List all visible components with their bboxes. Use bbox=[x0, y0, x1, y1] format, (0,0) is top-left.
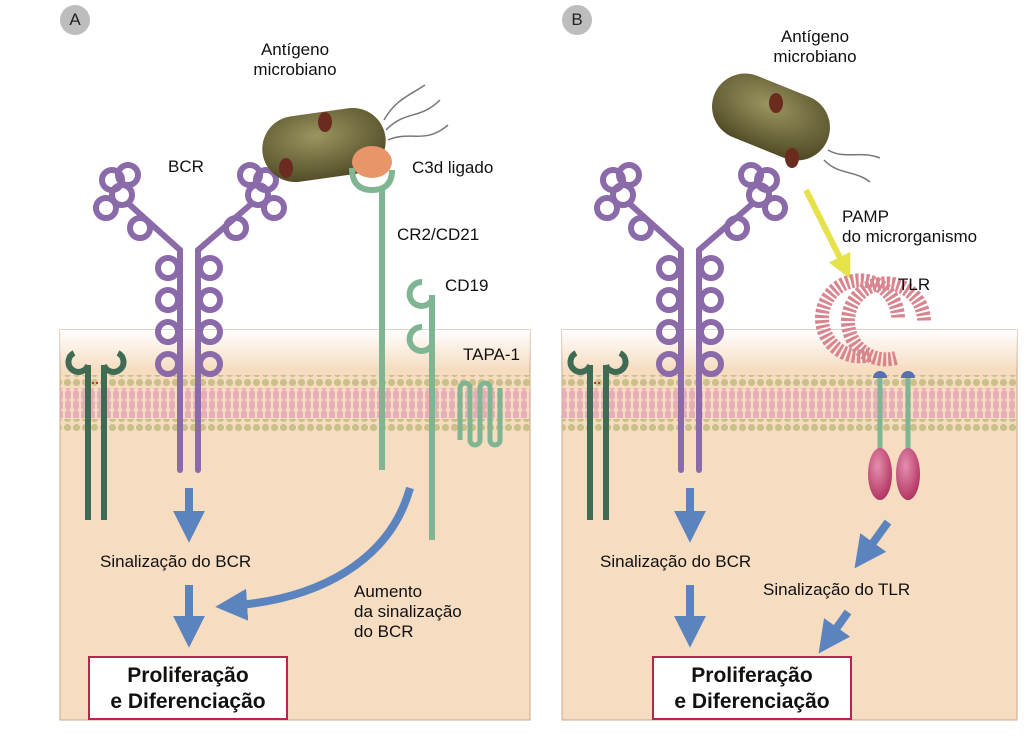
bcr-signaling-label-a: Sinalização do BCR bbox=[100, 552, 252, 571]
tapa1-a bbox=[457, 380, 503, 448]
cr2-cd21-a bbox=[349, 167, 395, 470]
panel-a bbox=[59, 84, 531, 721]
tapa1-label-a: TAPA-1 bbox=[463, 345, 520, 364]
bcr-label-a: BCR bbox=[168, 157, 204, 176]
cd19-label-a: CD19 bbox=[445, 276, 489, 295]
c3d-fragment-a bbox=[352, 146, 392, 178]
tlr-outcome-arrow-b bbox=[818, 609, 852, 654]
bacterium-b bbox=[712, 73, 881, 183]
bcr-a bbox=[93, 162, 287, 473]
enhance-arrow-a bbox=[215, 486, 414, 621]
c3d-label-a: C3d ligado bbox=[412, 158, 494, 177]
pamp-arrow-b bbox=[803, 188, 851, 279]
cd19-a bbox=[406, 278, 435, 540]
membrane-b bbox=[562, 375, 1017, 431]
ig-alpha-beta-a bbox=[65, 350, 127, 520]
panel-a-badge: A bbox=[60, 5, 90, 35]
panel-b bbox=[561, 73, 1018, 721]
panel-b-badge: B bbox=[562, 5, 592, 35]
ig-alpha-beta-b bbox=[567, 350, 629, 520]
cr2-label-a: CR2/CD21 bbox=[397, 225, 480, 244]
tlr-signaling-label-b: Sinalização do TLR bbox=[763, 580, 911, 599]
bcr-signaling-label-b: Sinalização do BCR bbox=[600, 552, 752, 571]
tlr-dimer-b bbox=[815, 273, 931, 500]
tlr-label-b: TLR bbox=[898, 275, 931, 294]
tlr-signal-arrow-b bbox=[854, 519, 892, 569]
bcr-b bbox=[594, 162, 788, 473]
